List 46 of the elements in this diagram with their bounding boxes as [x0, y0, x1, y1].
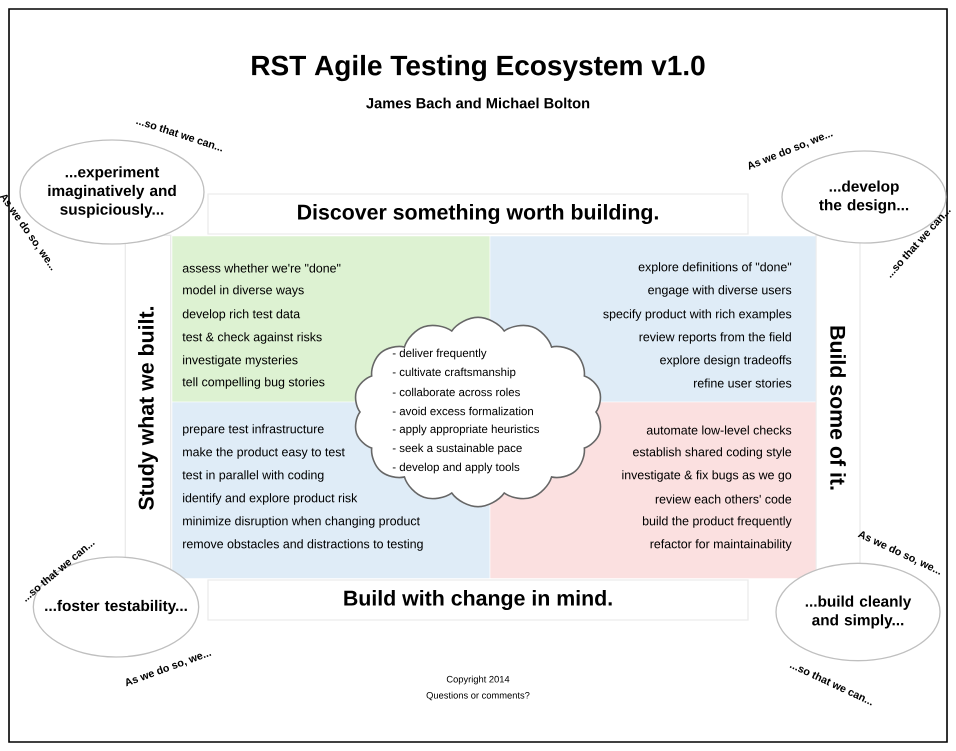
- list-item: automate low-level checks: [646, 425, 792, 435]
- title: RST Agile Testing Ecosystem v1.0: [252, 54, 705, 82]
- curved-caption: As we do so, we...: [126, 654, 212, 686]
- list-item: minimize disruption when changing product: [183, 516, 420, 528]
- list-item: explore definitions of "done": [638, 262, 792, 274]
- list-item: remove obstacles and distractions to testing: [183, 539, 423, 551]
- list-item: build the product frequently: [642, 516, 792, 528]
- curved-caption: As we do so, we...: [748, 134, 833, 170]
- list-item: investigate & fix bugs as we go: [622, 470, 792, 482]
- list-item: test & check against risks: [182, 332, 322, 344]
- bubble-text: ...experiment imaginatively and suspiciously...: [48, 166, 176, 218]
- list-item: model in diverse ways: [183, 285, 304, 297]
- list-item: identify and explore product risk: [183, 493, 358, 505]
- list-item: test in parallel with coding: [182, 470, 324, 482]
- curved-caption: As we do so, we...: [858, 531, 940, 575]
- list-item: tell compelling bug stories: [182, 377, 324, 389]
- bubble-text: ...develop the design...: [819, 180, 908, 214]
- list-item: specify product with rich examples: [603, 309, 792, 321]
- list-item: assess whether we're "done": [182, 263, 340, 273]
- bubble-text: ...build cleanly and simply...: [806, 596, 912, 628]
- list-item: - avoid excess formalization: [392, 406, 533, 416]
- curved-caption: ...so that we can...: [136, 122, 222, 152]
- list-item: - apply appropriate heuristics: [392, 424, 540, 436]
- list-item: make the product easy to test: [183, 447, 345, 459]
- list-item: review reports from the field: [640, 332, 791, 344]
- list-item: - deliver frequently: [392, 348, 487, 360]
- band: Build with change in mind.: [207, 579, 749, 621]
- list-item: refine user stories: [694, 378, 792, 388]
- list-item: - seek a sustainable pace: [392, 444, 522, 454]
- band: Study what we built.: [124, 234, 172, 582]
- list-item: refactor for maintainability: [650, 539, 792, 551]
- contact-note: Questions or comments?: [426, 692, 530, 700]
- list-item: engage with diverse users: [648, 285, 792, 297]
- list-item: prepare test infrastructure: [183, 424, 324, 436]
- list-item: establish shared coding style: [633, 447, 792, 459]
- list-item: explore design tradeoffs: [660, 355, 792, 367]
- band: Discover something worth building.: [207, 193, 749, 235]
- list-item: - develop and apply tools: [392, 462, 520, 474]
- subtitle: James Bach and Michael Bolton: [366, 98, 590, 108]
- list-item: investigate mysteries: [183, 355, 298, 367]
- list-item: review each others' code: [656, 494, 792, 504]
- bubble-text: ...foster testability...: [45, 600, 187, 614]
- list-item: develop rich test data: [182, 309, 300, 321]
- copyright-note: Copyright 2014: [446, 676, 510, 684]
- list-item: - cultivate craftsmanship: [392, 368, 516, 378]
- list-item: - collaborate across roles: [392, 388, 520, 396]
